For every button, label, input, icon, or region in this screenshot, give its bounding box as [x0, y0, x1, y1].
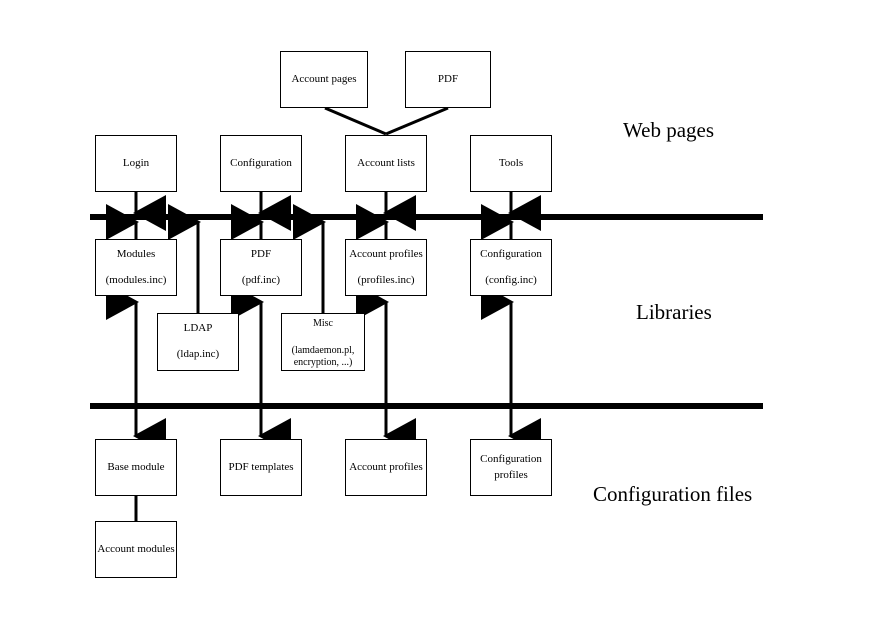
node-misc-lib-file-2: encryption, ...) — [293, 357, 353, 368]
node-pdf-templates[interactable]: PDF templates — [220, 439, 302, 496]
band-label-web-pages: Web pages — [623, 118, 715, 142]
node-account-pages[interactable]: Account pages — [280, 51, 368, 108]
node-tools-label: Tools — [498, 156, 524, 169]
node-pdf-lib-file: (pdf.inc) — [241, 273, 281, 286]
node-ldap-lib-title: LDAP — [183, 322, 213, 335]
node-configuration-page[interactable]: Configuration — [220, 135, 302, 192]
node-configuration-profiles-file[interactable]: Configuration profiles — [470, 439, 552, 496]
node-account-modules[interactable]: Account modules — [95, 521, 177, 578]
connector-accountpages-to-accountlists — [324, 106, 387, 136]
node-account-profiles-file[interactable]: Account profiles — [345, 439, 427, 496]
node-account-profiles-lib-file: (profiles.inc) — [357, 273, 415, 286]
node-base-module-label: Base module — [107, 460, 165, 473]
node-configuration-lib[interactable]: Configuration (config.inc) — [470, 239, 552, 296]
node-login[interactable]: Login — [95, 135, 177, 192]
node-account-profiles-lib[interactable]: Account profiles (profiles.inc) — [345, 239, 427, 296]
node-misc-lib-file-1: (lamdaemon.pl, — [291, 344, 355, 356]
node-login-label: Login — [122, 156, 150, 169]
node-configuration-lib-file: (config.inc) — [485, 273, 537, 286]
node-pdf-templates-label: PDF templates — [228, 460, 294, 473]
node-modules-lib-title: Modules — [116, 247, 156, 260]
connector-pdf-to-accountlists — [385, 106, 449, 136]
node-account-modules-label: Account modules — [97, 542, 175, 555]
node-pdf-source-label: PDF — [437, 72, 459, 85]
node-ldap-lib-file: (ldap.inc) — [176, 348, 220, 360]
node-ldap-lib[interactable]: LDAP (ldap.inc) — [157, 313, 239, 371]
node-misc-lib-title: Misc — [313, 318, 333, 329]
band-label-libraries: Libraries — [636, 300, 712, 324]
node-configuration-page-label: Configuration — [230, 156, 292, 169]
node-account-profiles-lib-title: Account profiles — [349, 247, 423, 260]
node-pdf-lib-title: PDF — [250, 247, 272, 260]
node-base-module[interactable]: Base module — [95, 439, 177, 496]
node-account-lists-label: Account lists — [357, 156, 415, 169]
libraries-config-separator — [90, 403, 763, 409]
node-misc-lib[interactable]: Misc (lamdaemon.pl, encryption, ...) — [281, 313, 365, 371]
node-tools[interactable]: Tools — [470, 135, 552, 192]
node-account-lists[interactable]: Account lists — [345, 135, 427, 192]
node-account-pages-label: Account pages — [291, 72, 357, 85]
node-configuration-profiles-file-label-1: Configuration — [480, 452, 542, 465]
node-modules-lib[interactable]: Modules (modules.inc) — [95, 239, 177, 296]
node-configuration-lib-title: Configuration — [480, 247, 542, 260]
web-libraries-separator — [90, 214, 763, 220]
node-pdf-source[interactable]: PDF — [405, 51, 491, 108]
band-label-configuration-files: Configuration files — [593, 482, 753, 506]
node-configuration-profiles-file-label-2: profiles — [494, 468, 528, 481]
node-pdf-lib[interactable]: PDF (pdf.inc) — [220, 239, 302, 296]
node-account-profiles-file-label: Account profiles — [349, 460, 423, 473]
node-modules-lib-file: (modules.inc) — [105, 273, 167, 286]
